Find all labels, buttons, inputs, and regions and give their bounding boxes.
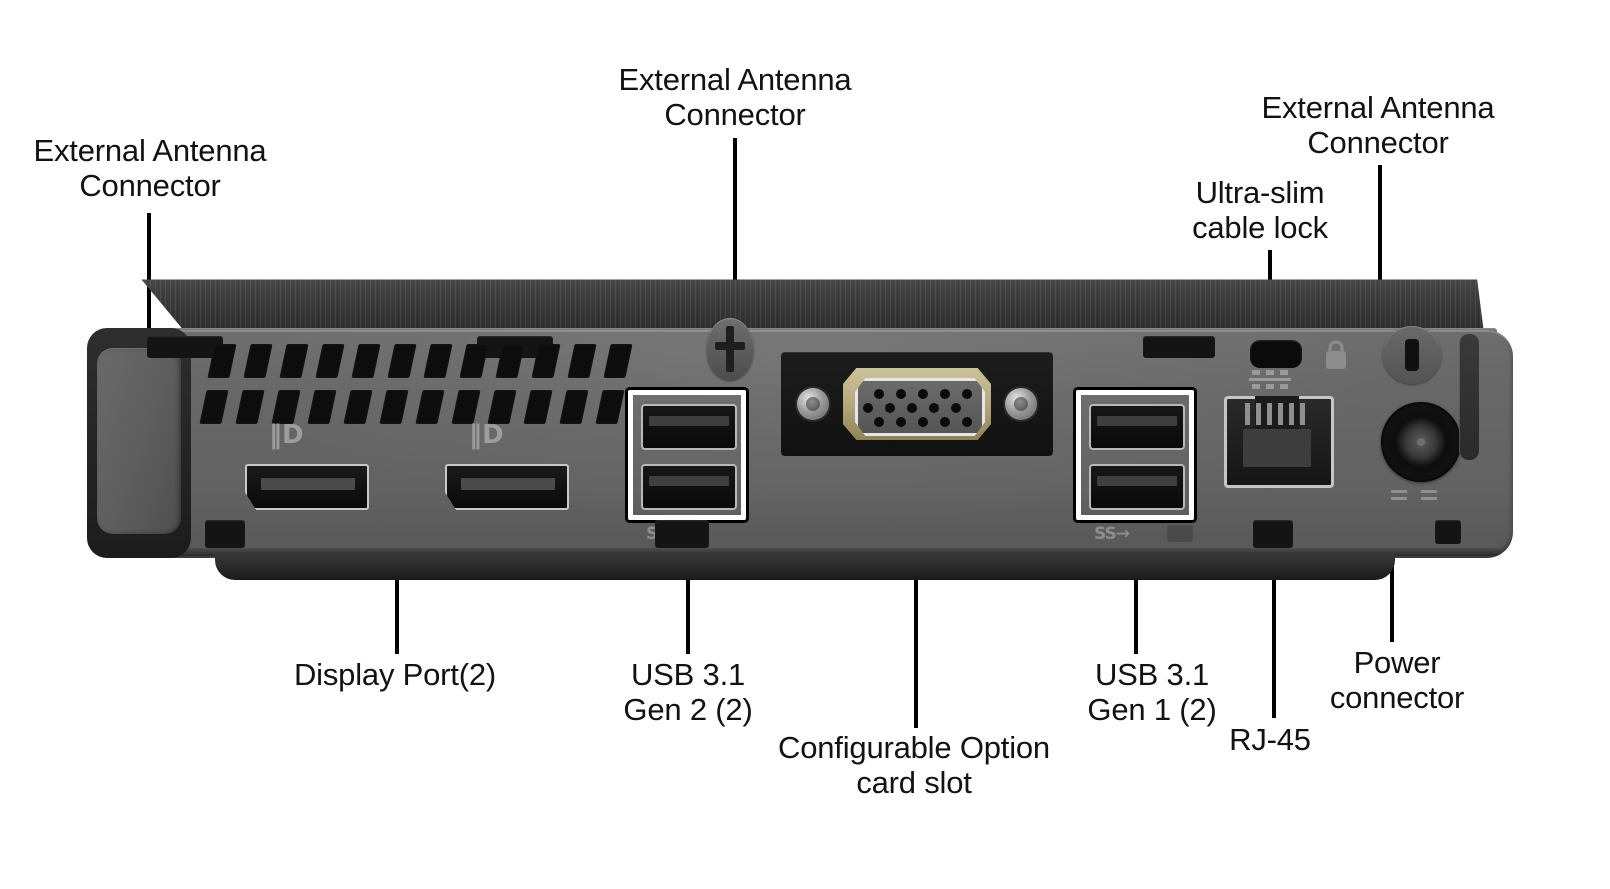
ventilation-grille xyxy=(199,344,633,432)
bottom-slot-3 xyxy=(1253,520,1293,548)
displayport-body-1 xyxy=(245,464,369,510)
power-connector[interactable] xyxy=(1381,402,1461,482)
displayport-1[interactable]: ‖D xyxy=(245,420,369,510)
usb-gen1-ss-marking: SS→ xyxy=(1094,524,1130,544)
leader-line-antenna-center xyxy=(733,138,737,353)
power-marking xyxy=(1391,488,1447,506)
usb-gen1-group[interactable] xyxy=(1076,390,1194,520)
usb-gen1-aux-marking xyxy=(1167,524,1193,542)
bottom-slot-1 xyxy=(205,520,245,548)
chassis-top-lid xyxy=(141,279,1485,334)
usb-gen1-port-1[interactable] xyxy=(1089,404,1185,450)
callout-label-usb-gen2: USB 3.1 Gen 2 (2) xyxy=(623,657,753,728)
bottom-slot-4 xyxy=(1435,520,1461,544)
leader-line-antenna-left xyxy=(147,213,151,388)
callout-label-rj45: RJ-45 xyxy=(1229,722,1311,757)
callout-label-antenna-center: External Antenna Connector xyxy=(618,62,852,133)
leader-line-usb-gen2 xyxy=(686,528,690,654)
bottom-slot-2 xyxy=(655,520,709,548)
usb-gen2-group[interactable] xyxy=(628,390,746,520)
antenna-connector-right[interactable] xyxy=(1383,326,1441,384)
callout-label-power: Power connector xyxy=(1329,645,1465,716)
leader-line-power xyxy=(1390,520,1394,642)
callout-label-antenna-left: External Antenna Connector xyxy=(33,133,267,204)
displayport-icon-2: ‖D xyxy=(469,420,504,450)
usb-gen1-port-2[interactable] xyxy=(1089,464,1185,510)
chassis-notch-3 xyxy=(1143,336,1215,358)
usb-gen2-highlight-box xyxy=(628,390,746,520)
computer-rear-chassis: ‖D ‖D SS→ xyxy=(87,272,1519,592)
antenna-connector-center[interactable] xyxy=(707,318,753,380)
padlock-icon xyxy=(1323,338,1349,370)
vga-jackscrew-right xyxy=(1005,388,1037,420)
callout-label-usb-gen1: USB 3.1 Gen 1 (2) xyxy=(1087,657,1217,728)
network-icon xyxy=(1247,370,1293,392)
vga-connector-inner xyxy=(855,378,985,436)
leader-line-antenna-right xyxy=(1378,165,1382,370)
leader-line-usb-gen1 xyxy=(1134,528,1138,654)
displayport-2[interactable]: ‖D xyxy=(445,420,569,510)
leader-line-displayport xyxy=(395,574,399,654)
configurable-option-card-slot[interactable] xyxy=(781,352,1053,456)
usb-gen2-port-2[interactable] xyxy=(641,464,737,510)
vga-connector[interactable] xyxy=(843,368,991,440)
displayport-icon-1: ‖D xyxy=(269,420,304,450)
chassis-notch-1 xyxy=(147,336,223,358)
chassis-base-foot xyxy=(215,552,1395,580)
callout-label-display-port: Display Port(2) xyxy=(294,657,496,692)
displayport-body-2 xyxy=(445,464,569,510)
chassis-side-slot xyxy=(1459,334,1479,460)
usb-gen1-highlight-box xyxy=(1076,390,1194,520)
callout-label-option-card: Configurable Option card slot xyxy=(778,730,1050,801)
callout-label-cable-lock: Ultra-slim cable lock xyxy=(1192,175,1328,246)
rj45-port[interactable] xyxy=(1224,396,1334,488)
vga-jackscrew-left xyxy=(797,388,829,420)
ultra-slim-cable-lock-slot[interactable] xyxy=(1250,340,1302,368)
usb-gen2-port-1[interactable] xyxy=(641,404,737,450)
rj45-mouth xyxy=(1243,429,1311,467)
callout-label-antenna-right: External Antenna Connector xyxy=(1261,90,1495,161)
leader-line-rj45 xyxy=(1272,518,1276,718)
leader-line-option-card xyxy=(914,500,918,728)
antenna-connector-left[interactable] xyxy=(97,348,181,534)
